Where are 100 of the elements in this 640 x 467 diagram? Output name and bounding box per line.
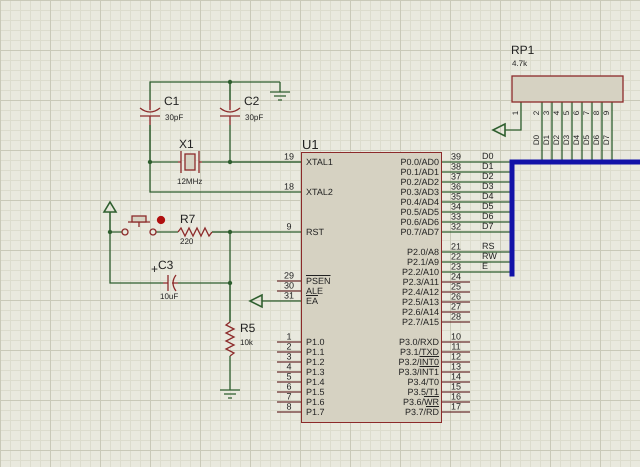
pin-name: ALE <box>306 287 324 296</box>
pin-name: P3.6/WR <box>402 398 439 407</box>
pin-number: 1 <box>286 332 292 342</box>
pin-name: P2.3/A11 <box>402 278 439 287</box>
net-label: D6 <box>482 212 494 221</box>
wire <box>442 171 510 173</box>
pin-name: P0.7/AD7 <box>400 228 439 237</box>
pin-name: P0.4/AD4 <box>400 198 439 207</box>
pin-name: P3.2/INT0 <box>398 358 439 367</box>
wire <box>505 102 522 131</box>
component-value: 4.7k <box>512 60 528 68</box>
pin-number: 14 <box>451 372 461 382</box>
component-value: 30pF <box>165 114 184 122</box>
pin-number: 29 <box>284 272 294 280</box>
wire <box>561 102 563 160</box>
component-label: C3 <box>158 259 174 271</box>
net-label: D4 <box>482 192 494 201</box>
net-label: D0 <box>533 134 541 146</box>
pin-name: PSEN <box>306 277 331 286</box>
pin-number: 34 <box>451 202 461 212</box>
pin-name: P3.5/T1 <box>407 388 439 397</box>
net-label: D3 <box>563 134 571 146</box>
pin-number: 37 <box>451 172 461 182</box>
net-label: D0 <box>482 152 494 161</box>
pin-number: 10 <box>451 332 461 342</box>
wire <box>442 261 510 263</box>
net-label: D6 <box>593 134 601 146</box>
wire <box>551 102 553 160</box>
pin-name: P2.1/A9 <box>406 258 439 267</box>
pin-number: 7 <box>583 110 591 116</box>
pin-name: P2.6/A14 <box>402 308 439 317</box>
wire <box>149 81 231 100</box>
pin-name: P1.3 <box>306 368 325 377</box>
pin-number: 9 <box>603 110 611 116</box>
wire <box>442 251 510 253</box>
pin-name: P2.5/A13 <box>402 298 439 307</box>
pin-number: 1 <box>512 110 520 116</box>
wire <box>442 271 510 273</box>
pin-name: P0.3/AD3 <box>400 188 439 197</box>
pin-name: P3.3/INT1 <box>398 368 439 377</box>
pin-name: EA <box>306 297 318 306</box>
pin-name: P2.0/A8 <box>406 248 439 257</box>
pin-name: P0.5/AD5 <box>400 208 439 217</box>
pin-name: P1.1 <box>306 348 325 357</box>
pin-name: P0.0/AD0 <box>400 158 439 167</box>
pin-name: P3.0/RXD <box>398 338 439 347</box>
pin-number: 5 <box>563 110 571 116</box>
pin-number: 23 <box>451 262 461 272</box>
pin-name: XTAL2 <box>306 188 333 197</box>
wire <box>442 191 510 193</box>
net-label: RW <box>482 252 497 261</box>
pin-number: 2 <box>286 342 292 352</box>
pin-name: P1.0 <box>306 338 325 347</box>
pin-number: 8 <box>593 110 601 116</box>
pin-number: 38 <box>451 162 461 172</box>
pin-name: P1.2 <box>306 358 325 367</box>
wire <box>229 125 301 163</box>
net-label: D3 <box>482 182 494 191</box>
component-label: C2 <box>244 95 260 107</box>
component-label: RP1 <box>511 44 534 56</box>
pin-name: P1.7 <box>306 408 325 417</box>
wire <box>442 201 510 203</box>
wire <box>149 125 301 193</box>
wire <box>442 231 510 233</box>
component-label: U1 <box>302 138 319 151</box>
pin-name: P2.2/A10 <box>402 268 439 277</box>
wire <box>541 102 543 160</box>
pin-name: P2.7/A15 <box>402 318 439 327</box>
pin-name: P1.5 <box>306 388 325 397</box>
component-value: 10uF <box>160 293 178 301</box>
component-label: X1 <box>179 138 194 150</box>
net-label: D5 <box>482 202 494 211</box>
pin-number: 39 <box>451 152 461 162</box>
net-label: RS <box>482 242 495 251</box>
pin-number: 18 <box>284 182 294 192</box>
component-label: C1 <box>164 95 180 107</box>
pin-number: 30 <box>284 282 294 290</box>
net-label: D7 <box>482 222 494 231</box>
pin-number: 15 <box>451 382 461 392</box>
pin-name: P0.6/AD6 <box>400 218 439 227</box>
net-label: D1 <box>482 162 494 171</box>
pin-number: 21 <box>451 242 461 252</box>
polarity-mark: + <box>151 263 158 275</box>
wire <box>601 102 603 160</box>
pin-number: 6 <box>286 382 292 392</box>
pin-number: 11 <box>451 342 461 352</box>
pin-name: P1.6 <box>306 398 325 407</box>
pin-number: 36 <box>451 182 461 192</box>
pin-name: P2.4/A12 <box>402 288 439 297</box>
pin-number: 2 <box>533 110 541 116</box>
pin-number: 35 <box>451 192 461 202</box>
component-value: 220 <box>180 238 194 246</box>
pin-number: 16 <box>451 392 461 402</box>
pin-number: 27 <box>451 302 461 312</box>
pin-name: RST <box>306 228 324 237</box>
pin-number: 4 <box>553 110 561 116</box>
pin-name: P3.1/TXD <box>400 348 439 357</box>
pin-name: P3.7/RD <box>404 408 439 417</box>
pin-number: 25 <box>451 282 461 292</box>
wire <box>442 211 510 213</box>
